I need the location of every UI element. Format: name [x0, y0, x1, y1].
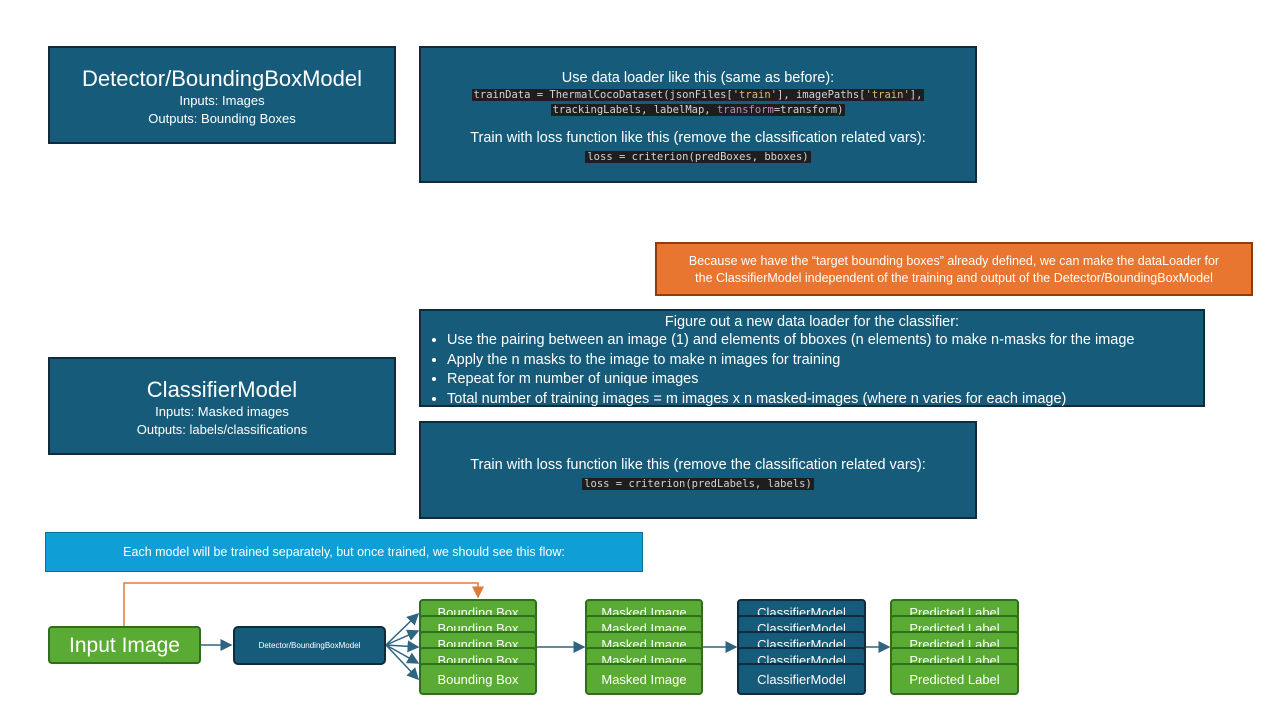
classifier-outputs: Outputs: labels/classifications — [136, 422, 308, 437]
bullet-item: Total number of training images = m imag… — [447, 390, 1203, 410]
loader-code-line1: trainData = ThermalCocoDataset(jsonFiles… — [471, 89, 925, 101]
classifier-loader-bullets: Use the pairing between an image (1) and… — [421, 331, 1203, 409]
detector-loss-intro: Train with loss function like this (remo… — [470, 130, 926, 146]
classifier-model-title: ClassifierModel — [146, 377, 298, 402]
masked-card: Masked Image — [585, 663, 703, 695]
classifier-model-box: ClassifierModel Inputs: Masked images Ou… — [48, 357, 396, 455]
loader-code-block: trainData = ThermalCocoDataset(jsonFiles… — [421, 87, 975, 117]
classifier-loss-box: Train with loss function like this (remo… — [419, 421, 977, 519]
flow-caption-text: Each model will be trained separately, b… — [123, 545, 565, 559]
detector-loss-code: loss = criterion(predBoxes, bboxes) — [585, 151, 811, 163]
detector-inputs: Inputs: Images — [179, 93, 265, 108]
classifier-loader-box: Figure out a new data loader for the cla… — [419, 309, 1205, 407]
arrow-fan-bottom — [385, 644, 420, 681]
orange-note-line2: the ClassifierModel independent of the t… — [695, 271, 1213, 285]
classifier-card: ClassifierModel — [737, 663, 866, 695]
classifier-loss-intro: Train with loss function like this (remo… — [470, 457, 926, 473]
bullet-item: Repeat for m number of unique images — [447, 370, 1203, 390]
detector-node: Detector/BoundingBoxModel — [233, 626, 386, 665]
arrow-fan-upper — [385, 629, 420, 646]
detector-outputs: Outputs: Bounding Boxes — [148, 111, 296, 126]
bullet-item: Use the pairing between an image (1) and… — [447, 331, 1203, 351]
loader-code-line2: trackingLabels, labelMap, transform=tran… — [550, 104, 846, 116]
arrow-fan-top — [385, 612, 420, 646]
loader-intro: Use data loader like this (same as befor… — [561, 70, 835, 86]
detector-model-box: Detector/BoundingBoxModel Inputs: Images… — [48, 46, 396, 144]
classifier-loss-code: loss = criterion(predLabels, labels) — [582, 478, 814, 490]
bullet-item: Apply the n masks to the image to make n… — [447, 351, 1203, 371]
flow-caption: Each model will be trained separately, b… — [45, 532, 643, 572]
classifier-inputs: Inputs: Masked images — [155, 404, 289, 419]
input-image-label: Input Image — [69, 634, 180, 657]
predicted-card: Predicted Label — [890, 663, 1019, 695]
orange-note: Because we have the “target bounding box… — [655, 242, 1253, 296]
bbox-card: Bounding Box — [419, 663, 537, 695]
classifier-loader-title: Figure out a new data loader for the cla… — [664, 314, 960, 330]
orange-note-line1: Because we have the “target bounding box… — [688, 254, 1220, 268]
detector-model-title: Detector/BoundingBoxModel — [81, 66, 363, 91]
arrow-fan-mid — [385, 640, 420, 653]
arrow-fan-lower — [385, 644, 420, 664]
detector-node-label: Detector/BoundingBoxModel — [258, 641, 361, 650]
detector-notes-box: Use data loader like this (same as befor… — [419, 46, 977, 183]
skip-arrow — [123, 582, 484, 626]
input-image-node: Input Image — [48, 626, 201, 664]
